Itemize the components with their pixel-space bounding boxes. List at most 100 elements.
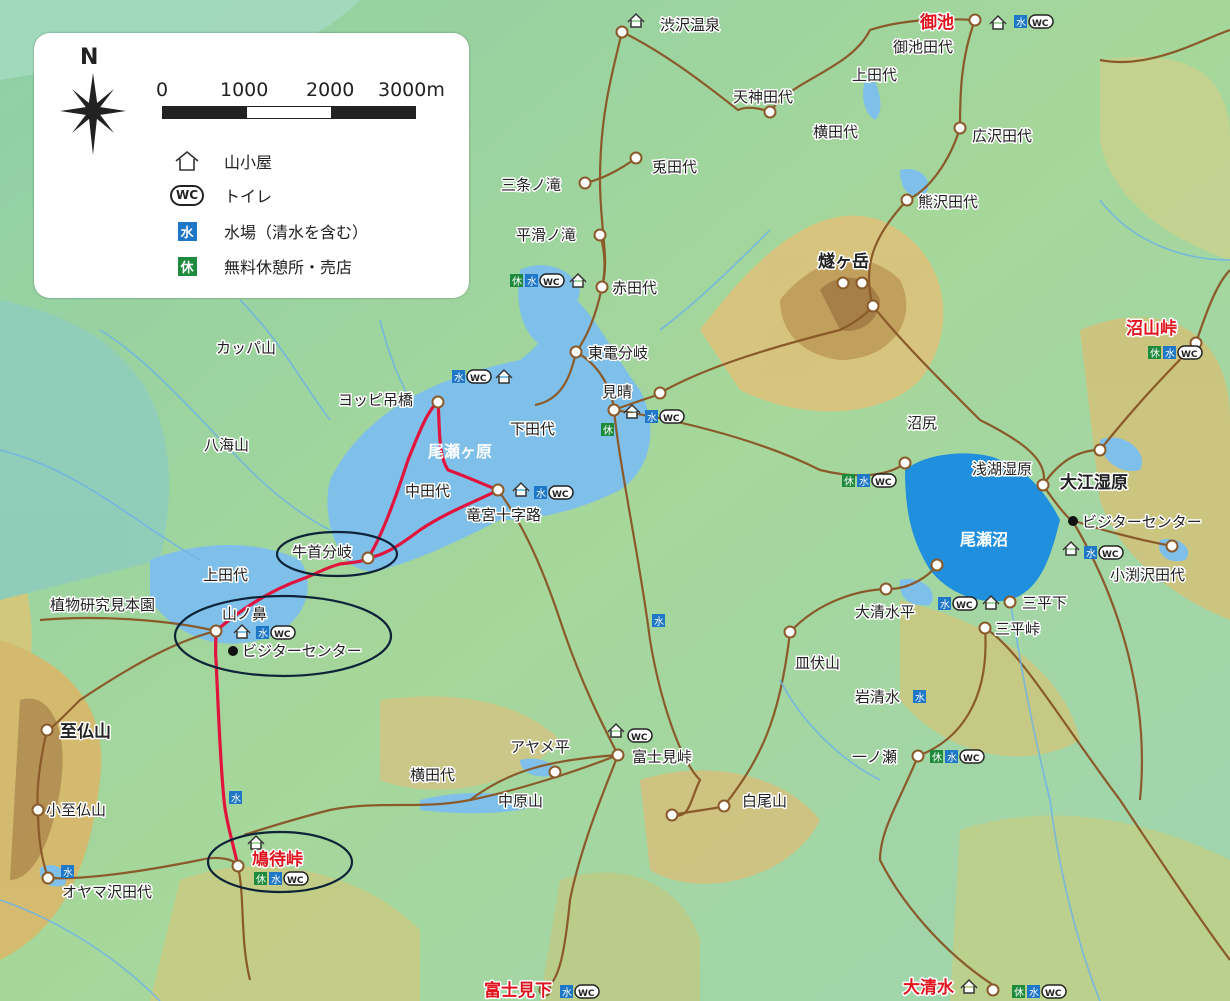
- label-sarabuse-yama: 皿伏山: [795, 654, 840, 672]
- legend-row-water: 水 水場（清水を含む）: [164, 219, 368, 243]
- label-ichinose: 一ノ瀬: [852, 748, 897, 766]
- svg-text:WC: WC: [552, 490, 569, 500]
- svg-text:水: 水: [454, 372, 464, 384]
- water-icon: [61, 865, 74, 878]
- svg-text:休: 休: [603, 425, 613, 437]
- svg-text:WC: WC: [956, 601, 973, 611]
- label-hakkai-san: 八海山: [204, 436, 249, 454]
- legend-label-rest: 無料休憩所・売店: [224, 258, 353, 277]
- rest-icon: [842, 474, 855, 487]
- svg-text:水: 水: [271, 874, 281, 886]
- label-miike: 御池: [919, 12, 954, 33]
- water-icon: [256, 626, 269, 639]
- water-icon: [645, 410, 658, 423]
- svg-text:水: 水: [915, 692, 925, 704]
- svg-text:水: 水: [63, 867, 73, 879]
- label-ueta-shiro-n: 上田代: [852, 66, 897, 84]
- water-icon: [534, 486, 547, 499]
- svg-text:WC: WC: [875, 478, 892, 488]
- hut-icon: [495, 368, 513, 384]
- rest-icon: 休: [177, 256, 197, 276]
- svg-text:WC: WC: [1032, 19, 1049, 29]
- label-hiuchigatake: 燧ヶ岳: [818, 251, 869, 272]
- label-sanjo-taki: 三条ノ滝: [501, 176, 561, 194]
- hut-icon: [175, 151, 199, 171]
- svg-text:WC: WC: [578, 989, 595, 999]
- hut-icon: [247, 834, 265, 850]
- water-icon: [945, 750, 958, 763]
- svg-text:WC: WC: [543, 278, 560, 288]
- label-ko-shibutsu: 小至仏山: [46, 801, 106, 819]
- label-naka-tashiro: 中田代: [405, 482, 450, 500]
- label-miike-tashiro: 御池田代: [893, 38, 953, 56]
- label-ryugu-jujiro: 竜宮十字路: [466, 506, 541, 524]
- svg-text:水: 水: [1165, 348, 1175, 360]
- rest-icon: [1012, 985, 1025, 998]
- svg-text:水: 水: [231, 793, 241, 805]
- label-shimo-tashiro: 下田代: [510, 420, 555, 438]
- wc-icon: [270, 625, 296, 640]
- north-label: N: [80, 45, 99, 70]
- compass-icon: [60, 73, 126, 155]
- water-icon: [857, 474, 870, 487]
- wc-icon: [466, 369, 492, 384]
- svg-text:WC: WC: [1102, 550, 1119, 560]
- svg-text:WC: WC: [631, 733, 648, 743]
- water-icon: [938, 597, 951, 610]
- rest-icon: [1148, 346, 1161, 359]
- label-kumazawa-tashiro: 熊沢田代: [918, 193, 978, 211]
- water-icon: [652, 614, 665, 627]
- label-yoko-tashiro-n: 横田代: [813, 123, 858, 141]
- legend-label-hut: 山小屋: [224, 153, 273, 172]
- map-legend: N 0 1000 2000 3000m 山小屋 WC トイレ 水 水場（清水を含…: [34, 33, 469, 298]
- label-visitor-center-w: ビジターセンター: [242, 642, 362, 660]
- wc-icon: [539, 273, 565, 288]
- legend-row-rest: 休 無料休憩所・売店: [164, 254, 352, 278]
- water-icon: [525, 274, 538, 287]
- hut-icon: [512, 481, 530, 497]
- svg-text:水: 水: [258, 628, 268, 640]
- wc-icon: [1177, 345, 1203, 360]
- hut-icon: [623, 403, 641, 419]
- ellipse-ushikubi: [275, 530, 399, 578]
- label-yamanohana: 山ノ鼻: [222, 605, 267, 623]
- water-icon: [1027, 985, 1040, 998]
- label-aka-tashiro: 赤田代: [612, 279, 657, 297]
- label-shirao-yama: 白尾山: [742, 792, 787, 810]
- label-iwashimizu: 岩清水: [855, 688, 900, 706]
- wc-icon: [1098, 545, 1124, 560]
- svg-text:休: 休: [1014, 987, 1024, 999]
- label-sanpei-toge: 三平峠: [995, 620, 1040, 638]
- water-icon: [1014, 15, 1027, 28]
- wc-icon: [1041, 984, 1067, 999]
- hut-icon: [960, 978, 978, 994]
- label-numajiri: 沼尻: [907, 414, 937, 432]
- label-kobuchizawa-tashiro: 小渕沢田代: [1110, 566, 1185, 584]
- facility-badges: 水 WC 休 水 WC 休 水 WC 水 WC 水 WC 休 休 水 WC 水 …: [61, 12, 1203, 999]
- label-yoppi-tsuribashi: ヨッピ吊橋: [338, 391, 413, 409]
- hut-icon: [627, 12, 645, 28]
- rest-icon: [510, 274, 523, 287]
- svg-text:水: 水: [940, 599, 950, 611]
- water-icon: 水: [177, 221, 197, 241]
- wc-icon: [952, 596, 978, 611]
- label-ueta-shiro-w: 上田代: [203, 566, 248, 584]
- water-icon: [229, 791, 242, 804]
- svg-text:水: 水: [1016, 17, 1026, 29]
- legend-label-water: 水場（清水を含む）: [224, 223, 369, 242]
- svg-text:休: 休: [932, 752, 942, 764]
- water-icon: [452, 370, 465, 383]
- svg-text:水: 水: [536, 488, 546, 500]
- label-hiraname-taki: 平滑ノ滝: [516, 226, 576, 244]
- label-yoko-tashiro-s: 横田代: [410, 766, 455, 784]
- label-fujimi-toge: 富士見峠: [632, 748, 692, 766]
- label-hirosawa-tashiro: 広沢田代: [972, 127, 1032, 145]
- label-shibutsu-san: 至仏山: [60, 722, 111, 742]
- svg-text:WC: WC: [1045, 989, 1062, 999]
- label-oshimizu: 大清水: [903, 977, 955, 998]
- label-shokubutsu: 植物研究見本園: [50, 596, 155, 614]
- label-kappa-yama: カッパ山: [216, 339, 276, 357]
- label-usagi-tashiro: 兎田代: [652, 158, 697, 176]
- svg-text:WC: WC: [663, 414, 680, 424]
